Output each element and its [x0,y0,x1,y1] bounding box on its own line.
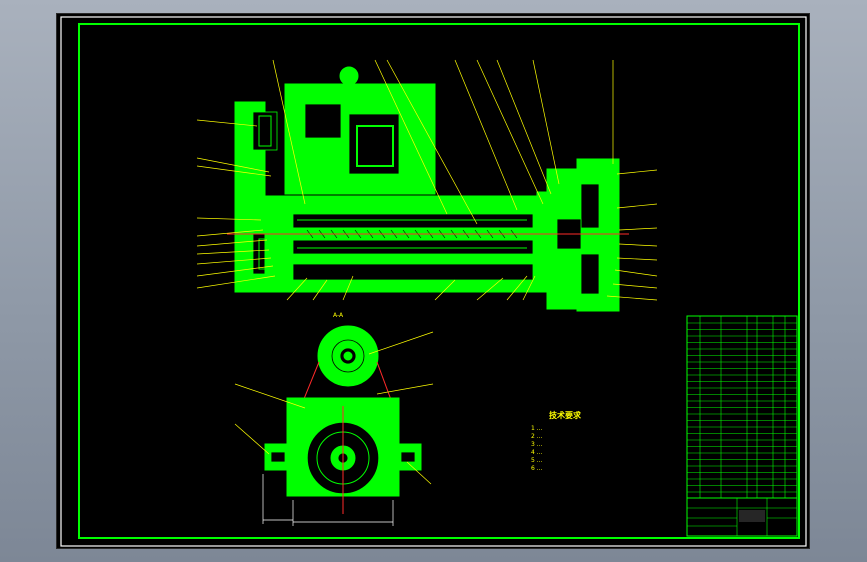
tech-req-line-2: 2 ... [531,433,543,440]
section-label: A-A [333,312,344,319]
lifting-lug [339,66,359,86]
engineering-drawing: A-A 技术要求 1 ... 2 . [60,16,807,547]
cad-viewport[interactable]: A-A 技术要求 1 ... 2 . [56,13,810,549]
technical-requirements: 技术要求 1 ... 2 ... 3 ... 4 ... 5 ... 6 ... [531,410,582,472]
section-view-leaders [234,331,434,485]
tech-req-line-5: 5 ... [531,457,543,464]
main-view [227,66,629,312]
title-block [686,497,798,537]
sheet-outer-border [60,16,807,547]
section-view [262,325,422,526]
main-view-leaders [196,59,658,301]
tech-req-line-6: 6 ... [531,465,543,472]
tech-req-line-3: 3 ... [531,441,543,448]
sheet-inner-border [78,23,800,539]
tech-req-line-4: 4 ... [531,449,543,456]
tech-req-line-1: 1 ... [531,425,543,432]
tech-req-title: 技术要求 [549,410,582,420]
